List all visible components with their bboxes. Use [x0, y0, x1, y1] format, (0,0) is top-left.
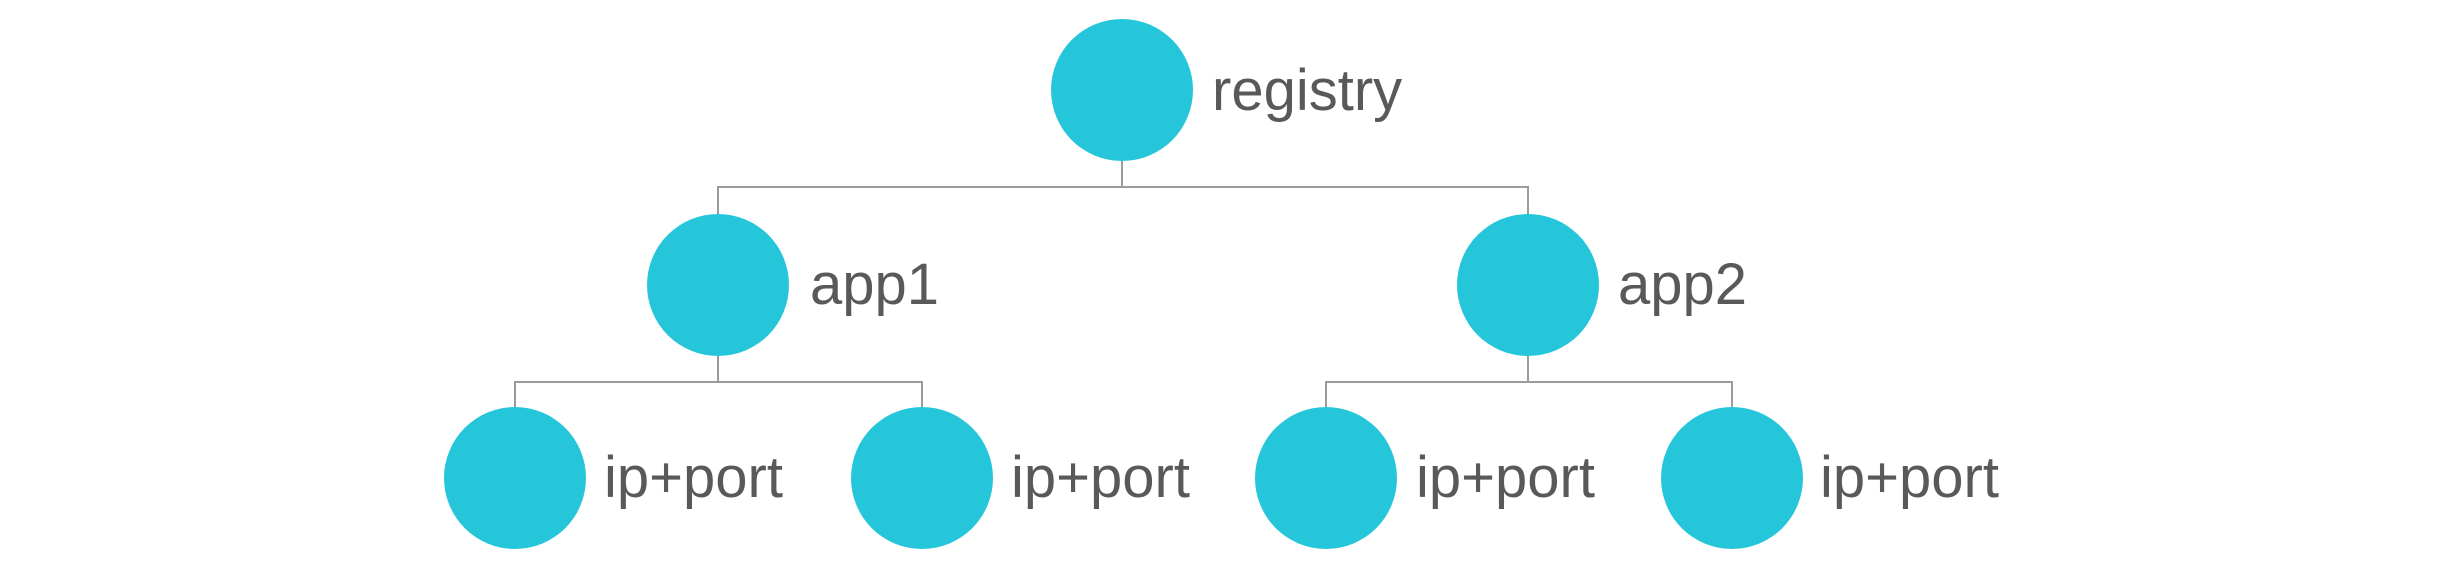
node-label-ip1: ip+port: [604, 445, 783, 510]
connector-drop-ip2: [921, 381, 923, 410]
connector-drop-app2: [1527, 186, 1529, 215]
connector-drop-ip1: [514, 381, 516, 410]
node-circle-ip2: [851, 407, 993, 549]
node-circle-registry: [1051, 19, 1193, 161]
connector-registry-stem: [1121, 161, 1123, 188]
node-label-registry: registry: [1212, 58, 1403, 123]
connector-app2-stem: [1527, 356, 1529, 383]
connector-app2-bar: [1325, 381, 1732, 383]
connector-drop-ip3: [1325, 381, 1327, 410]
connector-registry-bar: [717, 186, 1529, 188]
node-circle-ip3: [1255, 407, 1397, 549]
node-label-app2: app2: [1618, 252, 1748, 317]
node-circle-app2: [1457, 214, 1599, 356]
connector-drop-app1: [717, 186, 719, 215]
node-label-app1: app1: [810, 252, 940, 317]
node-circle-ip1: [444, 407, 586, 549]
connector-drop-ip4: [1731, 381, 1733, 410]
node-label-ip2: ip+port: [1011, 445, 1190, 510]
node-label-ip3: ip+port: [1416, 445, 1595, 510]
node-circle-ip4: [1661, 407, 1803, 549]
node-label-ip4: ip+port: [1820, 445, 1999, 510]
connector-app1-stem: [717, 356, 719, 383]
node-circle-app1: [647, 214, 789, 356]
connector-app1-bar: [514, 381, 923, 383]
